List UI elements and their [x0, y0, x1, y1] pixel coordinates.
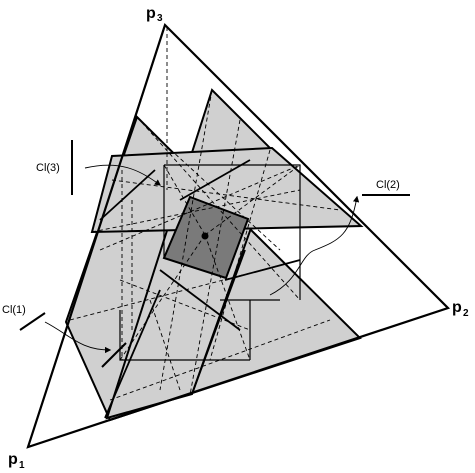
cl3-label: Cl(3) [36, 162, 60, 174]
band-3 [90, 146, 364, 234]
cl1-tick-lower [101, 342, 127, 368]
cl1-arrow [44, 321, 112, 354]
svg-text:3: 3 [157, 13, 163, 24]
svg-text:2: 2 [463, 308, 469, 319]
interior-lines [99, 159, 301, 419]
svg-text:p: p [452, 299, 462, 316]
vertex-label-p2: p 2 [452, 299, 469, 319]
vertex-label-p3: p 3 [146, 5, 163, 24]
center-point [201, 232, 209, 240]
cl2-label: Cl(2) [376, 179, 400, 191]
cl3-arrow [84, 164, 162, 186]
cl1-label: Cl(1) [2, 304, 26, 316]
cl2-arrow [269, 195, 360, 296]
svg-text:p: p [146, 5, 156, 22]
outer-triangle [26, 22, 451, 449]
svg-text:1: 1 [19, 460, 25, 471]
vertex-label-p1: p 1 [8, 451, 25, 471]
cl1-tick [19, 312, 46, 331]
svg-text:p: p [8, 451, 18, 468]
